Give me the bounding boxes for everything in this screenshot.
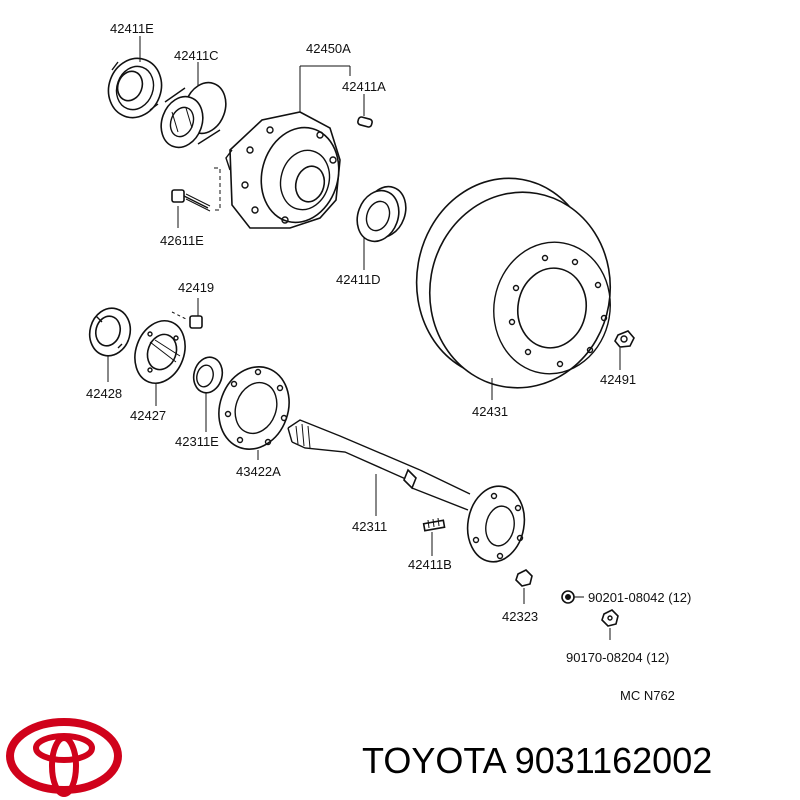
lock-washer-42427 xyxy=(134,320,186,384)
label-42491: 42491 xyxy=(600,372,636,387)
stud-bolt-42411b xyxy=(422,517,446,532)
label-43422a: 43422A xyxy=(236,464,281,479)
axle-shaft-42311 xyxy=(287,419,526,563)
label-42411a: 42411A xyxy=(342,79,386,94)
label-42411d: 42411D xyxy=(336,272,381,287)
label-42419: 42419 xyxy=(178,280,214,295)
screw-42419 xyxy=(171,311,203,329)
label-90201-08042: 90201-08042 (12) xyxy=(588,590,691,605)
label-42611e: 42611E xyxy=(160,233,204,248)
gasket-43422a xyxy=(218,366,290,450)
label-42428: 42428 xyxy=(86,386,122,401)
nut-42491 xyxy=(614,330,635,348)
label-42427: 42427 xyxy=(130,408,166,423)
washer-90201 xyxy=(561,590,575,604)
seal-42311e xyxy=(192,356,224,394)
bearing-42411c xyxy=(160,81,227,149)
axle-hub-42450a xyxy=(225,111,341,229)
label-42323: 42323 xyxy=(502,609,538,624)
brake-disc-42431 xyxy=(415,177,612,389)
toyota-logo-icon xyxy=(6,718,122,797)
label-42411e: 42411E xyxy=(110,21,154,36)
nut-42323 xyxy=(515,569,533,587)
leader-lines xyxy=(107,36,621,640)
bearing-42411d xyxy=(356,185,407,243)
label-42450a: 42450A xyxy=(306,41,351,56)
label-42431: 42431 xyxy=(472,404,508,419)
nut-90170 xyxy=(601,609,619,627)
brand-part-number: TOYOTA 9031162002 xyxy=(362,740,713,781)
diagram-reference-code: MC N762 xyxy=(620,688,675,703)
lock-nut-42428 xyxy=(88,307,132,357)
label-42311e: 42311E xyxy=(175,434,219,449)
hub-bolt-42411a xyxy=(357,116,373,128)
bolt-42611e xyxy=(171,189,211,212)
label-42411c: 42411C xyxy=(174,48,219,63)
label-42411b: 42411B xyxy=(408,557,452,572)
label-90170-08204: 90170-08204 (12) xyxy=(566,650,669,665)
label-42311: 42311 xyxy=(352,519,387,534)
oil-seal-42411e xyxy=(107,57,163,119)
